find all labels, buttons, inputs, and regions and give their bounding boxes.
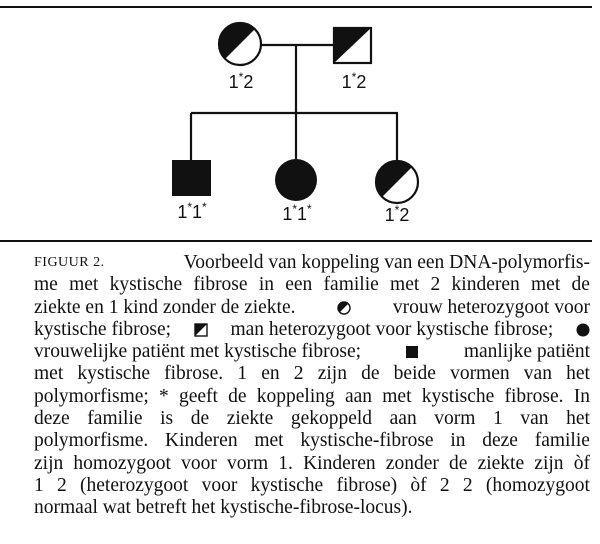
- child-male-affected-icon: [172, 160, 211, 196]
- figure-caption: FIGUUR 2. Voorbeeld van koppeling van ee…: [34, 252, 590, 520]
- child3-genotype: 1*2: [384, 203, 410, 225]
- father-genotype: 1*2: [341, 70, 367, 92]
- caption-text: vrouwelijke patiënt met kystische fibros…: [34, 341, 362, 363]
- mother-genotype: 1*2: [228, 70, 254, 92]
- caption-line: ziekte en 1 kind zonder de ziekte. vrouw…: [34, 297, 590, 319]
- caption-text: manlijke patiënt: [463, 341, 590, 363]
- child1-genotype: 1*1*: [177, 200, 207, 222]
- figure-label: FIGUUR 2.: [34, 255, 105, 270]
- caption-text: ziekte en 1 kind zonder de ziekte.: [34, 296, 296, 318]
- caption-line: normaal wat betreft het kystische-fibros…: [34, 497, 590, 519]
- child-female-affected-icon: [275, 159, 317, 201]
- caption-text: man heterozygoot voor kystische fibrose;: [230, 318, 554, 340]
- child2-genotype: 1*1*: [282, 202, 312, 224]
- caption-text: kystische fibrose;: [34, 318, 172, 340]
- male-heterozygous-icon: [194, 323, 208, 337]
- caption-text: Voorbeeld van koppeling van een DNA-poly…: [183, 252, 590, 273]
- caption-text: vrouw heterozygoot voor: [392, 296, 590, 318]
- caption-line: kystische fibrose; man heterozygoot voor…: [34, 319, 590, 341]
- father-symbol-icon: [332, 26, 373, 65]
- top-rule: [0, 6, 592, 8]
- female-affected-icon: [576, 323, 590, 337]
- bottom-rule: [0, 240, 592, 242]
- pedigree-chart: [172, 21, 420, 205]
- child-female-heterozygous-icon: [374, 159, 420, 205]
- female-heterozygous-icon: [337, 300, 351, 315]
- caption-line: vrouwelijke patiënt met kystische fibros…: [34, 341, 590, 363]
- caption-line: FIGUUR 2. Voorbeeld van koppeling van ee…: [34, 252, 590, 274]
- male-affected-icon: [406, 346, 419, 359]
- mother-symbol-icon: [217, 21, 263, 67]
- caption-text: normaal wat betreft het kystische-fibros…: [34, 497, 413, 519]
